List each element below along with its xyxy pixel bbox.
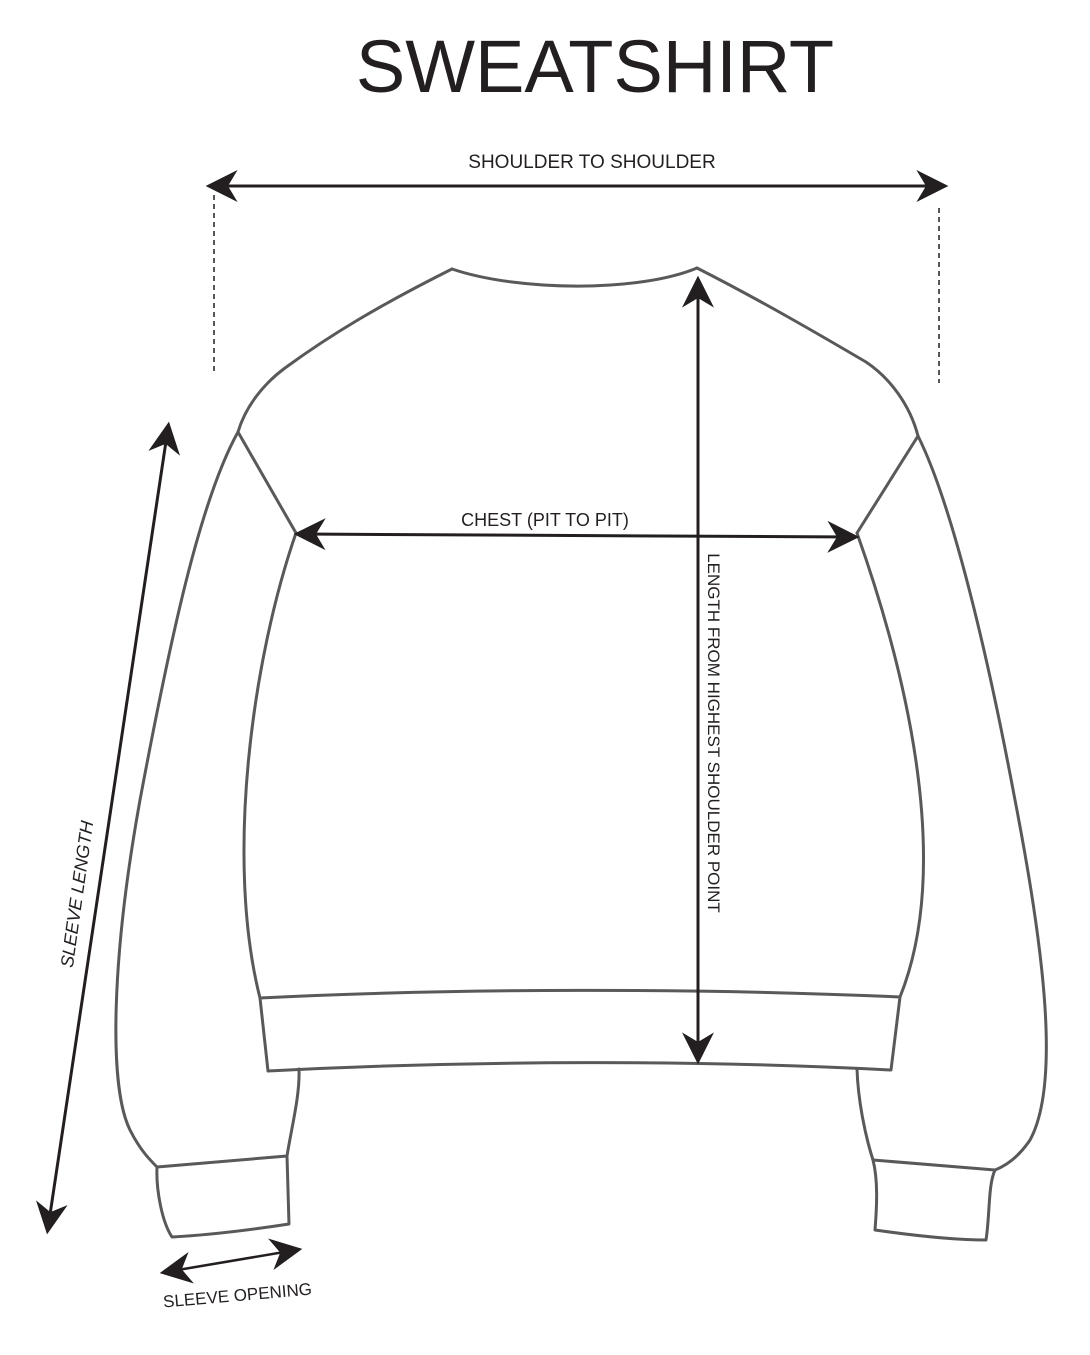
neckline [450, 266, 699, 288]
sleeve-opening-label: SLEEVE OPENING [162, 1280, 312, 1312]
shoulder-to-shoulder-label: SHOULDER TO SHOULDER [468, 152, 715, 173]
chest-arrow [293, 518, 860, 553]
left-body-side [242, 531, 298, 1000]
shoulder-guide-lines [213, 195, 940, 383]
measurement-arrows [35, 170, 949, 1284]
left-shoulder-seam [236, 267, 454, 434]
sleeve-opening-arrow [159, 1238, 303, 1284]
right-sleeve-inner [855, 1067, 875, 1162]
left-sleeve-inner [285, 1067, 301, 1158]
right-armhole-seam [855, 434, 920, 535]
right-body-side [855, 531, 925, 999]
right-cuff [871, 1158, 997, 1242]
diagram-title: SWEATSHIRT [355, 25, 835, 108]
right-shoulder-seam [695, 266, 920, 438]
left-cuff [155, 1154, 291, 1239]
left-armhole-seam [236, 430, 298, 535]
length-label: LENGTH FROM HIGHEST SHOULDER POINT [704, 553, 723, 913]
right-sleeve-outer [916, 434, 1048, 1172]
waistband [258, 988, 902, 1073]
left-sleeve-outer [114, 430, 240, 1169]
sleeve-length-arrow [35, 421, 181, 1235]
chest-label: CHEST (PIT TO PIT) [461, 510, 629, 530]
sweatshirt-outline [114, 266, 1048, 1242]
